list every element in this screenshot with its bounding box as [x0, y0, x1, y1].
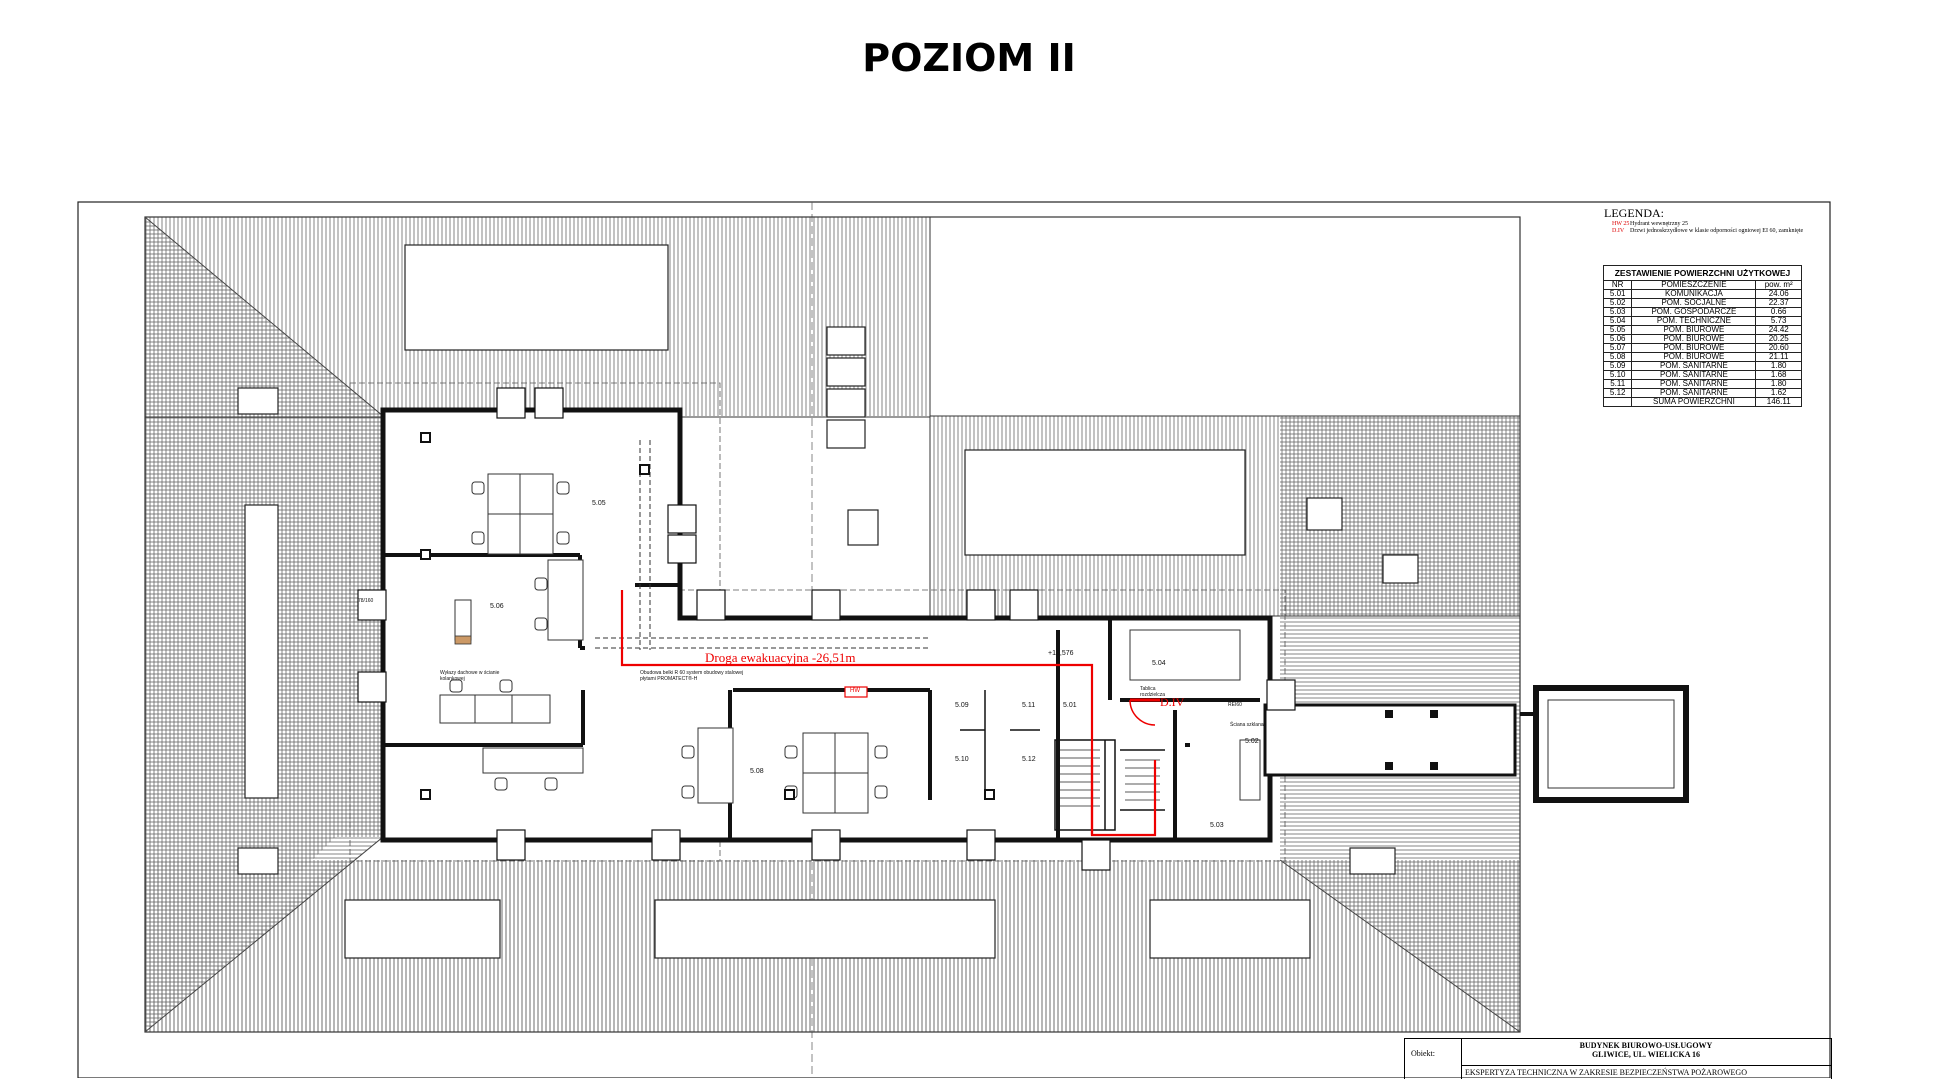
- title-block-label: Obiekt:: [1411, 1049, 1435, 1058]
- hydrant-marker: [844, 686, 868, 698]
- note-skylights: Wyłazy dachowe w ścianie kolankowej: [440, 670, 500, 682]
- room-label-506: 5.06: [490, 603, 504, 610]
- evacuation-route: [620, 590, 1160, 837]
- room-label-502: 5.02: [1245, 738, 1259, 745]
- windows: [357, 387, 1296, 871]
- room-label-510: 5.10: [955, 756, 969, 763]
- door-class-label: D.IV: [1160, 695, 1185, 709]
- area-table-title: ZESTAWIENIE POWIERZCHNI UŻYTKOWEJ: [1603, 265, 1802, 280]
- building-interior: [380, 407, 1689, 843]
- title-block-name-line2: GLIWICE, UL. WIELICKA 16: [1591, 1050, 1701, 1059]
- note-board: Tablica rozdzielcza: [1140, 686, 1166, 698]
- legend-text: Drzwi jednoskrzydłowe w klasie odpornośc…: [1630, 228, 1804, 234]
- total-label: SUMA POWIERZCHNI: [1631, 397, 1757, 407]
- furniture: [439, 473, 1261, 814]
- chairs: [449, 481, 888, 799]
- table-cell: 5.12: [1602, 388, 1633, 398]
- hydrant-label: HW: [850, 688, 860, 694]
- legend-item: D.IV Drzwi jednoskrzydłowe w klasie odpor…: [1612, 228, 1812, 235]
- room-label-509: 5.09: [955, 702, 969, 709]
- legend-key: D.IV: [1612, 228, 1625, 234]
- room-label-511: 5.11: [1022, 702, 1036, 709]
- door-rei-label: REI60: [1228, 702, 1242, 708]
- legend-text: Hydrant wewnętrzny 25: [1630, 221, 1688, 227]
- room-label-508: 5.08: [750, 768, 764, 775]
- room-label-505: 5.05: [592, 500, 606, 507]
- room-label-503: 5.03: [1210, 822, 1224, 829]
- legend-item: HW 25Hydrant wewnętrzny 25: [1612, 221, 1812, 228]
- legend: LEGENDA: HW 25Hydrant wewnętrzny 25 D.IV…: [1604, 206, 1812, 235]
- title-block-name: BUDYNEK BIUROWO-USŁUGOWY GLIWICE, UL. WI…: [1461, 1041, 1831, 1059]
- total-value: 146.11: [1755, 397, 1802, 407]
- table-cell: [1602, 397, 1633, 407]
- title-block: Obiekt: BUDYNEK BIUROWO-USŁUGOWY GLIWICE…: [1404, 1038, 1832, 1079]
- window-tag: 78/160: [358, 598, 374, 604]
- area-summary-table: ZESTAWIENIE POWIERZCHNI UŻYTKOWEJ NR POM…: [1602, 265, 1802, 407]
- room-label-501: 5.01: [1063, 702, 1077, 709]
- note-beams: Obudowa belki R 60 system obudowy stalow…: [640, 670, 744, 682]
- title-block-name-line1: BUDYNEK BIUROWO-USŁUGOWY: [1579, 1041, 1713, 1050]
- title-block-expertise: EKSPERTYZA TECHNICZNA W ZAKRESIE BEZPIEC…: [1465, 1068, 1747, 1077]
- legend-key: HW 25: [1612, 221, 1630, 227]
- legend-heading: LEGENDA:: [1604, 206, 1664, 220]
- room-label-504: 5.04: [1152, 660, 1166, 667]
- evacuation-route-label: Droga ewakuacyjna -26,51m: [705, 650, 856, 665]
- note-shaft: Ściana szklana: [1230, 722, 1264, 728]
- page-title: POZIOM II: [862, 36, 1076, 80]
- level-mark: +13,576: [1048, 650, 1074, 657]
- room-label-512: 5.12: [1022, 756, 1036, 763]
- drawing-frame: [77, 201, 1831, 1078]
- skylights: [237, 244, 1419, 959]
